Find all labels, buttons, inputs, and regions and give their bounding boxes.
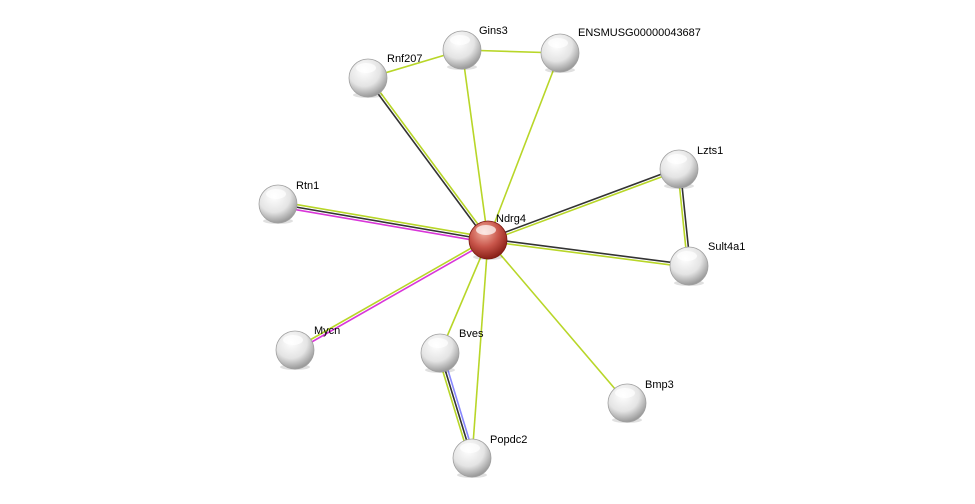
node-highlight: [615, 388, 635, 398]
node-lzts1[interactable]: Lzts1: [659, 145, 723, 189]
node-highlight: [548, 38, 568, 48]
node-label: Rtn1: [296, 180, 319, 192]
edge-ndrg4-gins3[interactable]: [461, 49, 489, 241]
edge-ndrg4-bves[interactable]: [439, 239, 489, 354]
node-ensmusg00000043687[interactable]: ENSMUSG00000043687: [540, 27, 701, 73]
nodes-layer: Ndrg4 Gins3 ENSMUSG00000043687Rnf207Lzts1R…: [258, 25, 745, 478]
edge-ndrg4-rnf207[interactable]: [366, 78, 488, 242]
node-label: Bves: [459, 328, 484, 340]
node-highlight: [283, 335, 303, 345]
edge-ndrg4-lzts1[interactable]: [487, 167, 679, 240]
node-highlight: [667, 154, 687, 164]
node-label: Rnf207: [387, 53, 422, 65]
edge-ndrg4-lzts1[interactable]: [488, 169, 680, 242]
node-label: Sult4a1: [708, 241, 745, 253]
node-label: Mycn: [314, 325, 340, 337]
edge-ndrg4-mycn[interactable]: [295, 240, 490, 352]
node-highlight: [450, 35, 470, 45]
edge-ndrg4-rtn1[interactable]: [278, 200, 489, 239]
edge-ndrg4-popdc2[interactable]: [471, 239, 489, 459]
edge-ndrg4-sult4a1[interactable]: [487, 240, 689, 269]
node-label: Ndrg4: [496, 213, 526, 225]
node-bves[interactable]: Bves: [420, 328, 484, 373]
node-label: Popdc2: [490, 434, 527, 446]
node-highlight: [266, 189, 286, 199]
node-label: Bmp3: [645, 379, 674, 391]
edge-ndrg4-bmp3[interactable]: [487, 239, 628, 404]
edge-ndrg4-rtn1[interactable]: [277, 203, 489, 241]
node-bmp3[interactable]: Bmp3: [607, 379, 674, 423]
edge-ndrg4-ensmusg00000043687[interactable]: [487, 52, 561, 241]
node-highlight: [677, 251, 697, 261]
node-label: Gins3: [479, 25, 508, 37]
edge-ndrg4-rtn1[interactable]: [277, 205, 488, 244]
node-gins3[interactable]: Gins3: [442, 25, 508, 70]
node-highlight: [460, 443, 480, 453]
edge-ndrg4-sult4a1[interactable]: [488, 237, 690, 266]
node-rnf207[interactable]: Rnf207: [348, 53, 422, 98]
node-highlight: [476, 225, 496, 235]
node-mycn[interactable]: Mycn: [275, 325, 340, 370]
node-popdc2[interactable]: Popdc2: [452, 434, 527, 478]
edge-ndrg4-mycn[interactable]: [293, 238, 488, 350]
node-rtn1[interactable]: Rtn1: [258, 180, 319, 224]
edge-ndrg4-rnf207[interactable]: [368, 76, 490, 240]
node-highlight: [356, 63, 376, 73]
node-ndrg4[interactable]: Ndrg4: [468, 213, 526, 260]
node-sult4a1[interactable]: Sult4a1: [669, 241, 745, 286]
node-label: ENSMUSG00000043687: [578, 27, 701, 39]
node-label: Lzts1: [697, 145, 723, 157]
node-highlight: [428, 338, 448, 348]
